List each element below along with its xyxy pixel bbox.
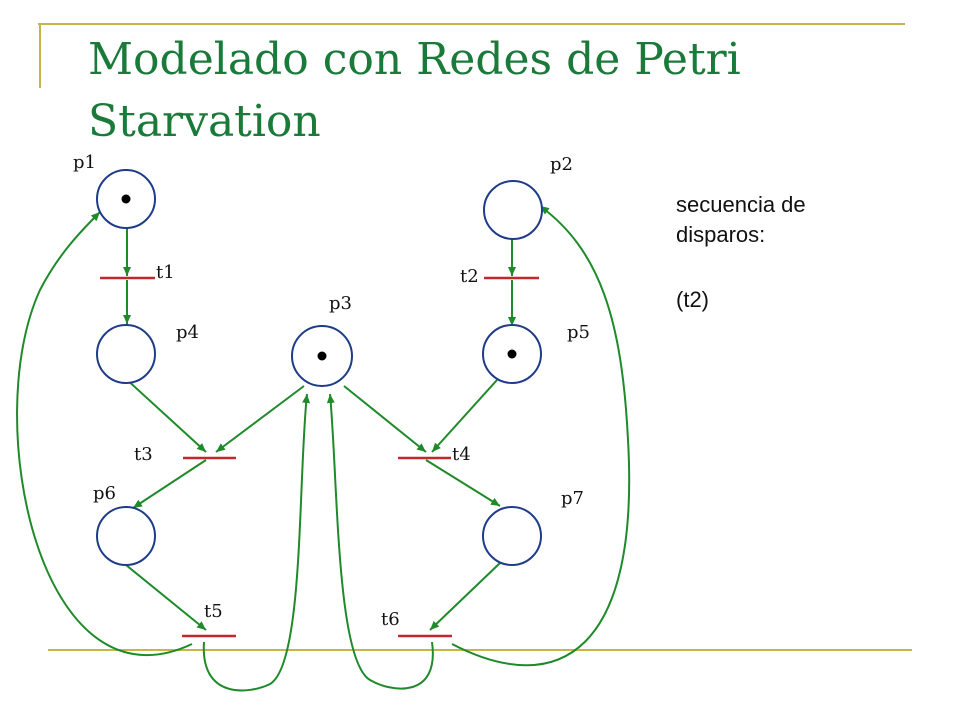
- label-t6: t6: [381, 609, 400, 630]
- label-p3: p3: [329, 293, 352, 314]
- tokens: [121, 194, 517, 361]
- label-p1: p1: [73, 152, 96, 173]
- arc-p4-t3: [124, 377, 207, 453]
- label-t3: t3: [134, 444, 153, 465]
- arc-t4-p7: [425, 459, 501, 507]
- label-p7: p7: [561, 488, 584, 509]
- label-t5: t5: [204, 601, 223, 622]
- slide-subtitle: Starvation: [88, 96, 321, 147]
- arc-p3-t4: [343, 385, 427, 453]
- arc-t6-p3: [326, 393, 434, 690]
- token-p1: [121, 194, 131, 204]
- arc-t6-p2: [451, 205, 631, 667]
- place-p6: [96, 506, 156, 566]
- token-p5: [507, 349, 517, 359]
- sequence-label-line1: secuencia de: [676, 192, 806, 217]
- label-p5: p5: [567, 322, 590, 343]
- arc-p7-t6: [429, 562, 501, 631]
- transitions: [100, 276, 539, 638]
- label-p4: p4: [176, 322, 199, 343]
- label-p2: p2: [550, 154, 573, 175]
- sequence-value: (t2): [676, 287, 709, 312]
- arc-t5-p1: [16, 211, 193, 656]
- arc-t3-p6: [132, 459, 207, 509]
- arc-p3-t3: [215, 385, 305, 453]
- arc-p6-t5: [125, 564, 207, 631]
- arc-t5-p3: [202, 393, 311, 692]
- places: [96, 169, 543, 566]
- token-p3: [317, 351, 327, 361]
- sequence-label-line2: disparos:: [676, 222, 766, 247]
- label-t4: t4: [452, 444, 471, 465]
- label-p6: p6: [93, 483, 116, 504]
- slide-title: Modelado con Redes de Petri: [88, 34, 741, 85]
- petri-net: p1 p2 p3 p4 p5 p6 p7 t1 t2 t3 t4 t5 t6: [16, 152, 631, 692]
- place-p2: [483, 180, 543, 240]
- labels: p1 p2 p3 p4 p5 p6 p7 t1 t2 t3 t4 t5 t6: [73, 152, 590, 630]
- place-p7: [482, 506, 542, 566]
- label-t2: t2: [460, 266, 479, 287]
- arc-p5-t4: [431, 379, 498, 453]
- label-t1: t1: [156, 262, 175, 283]
- arcs: [16, 205, 631, 692]
- place-p4: [96, 324, 156, 384]
